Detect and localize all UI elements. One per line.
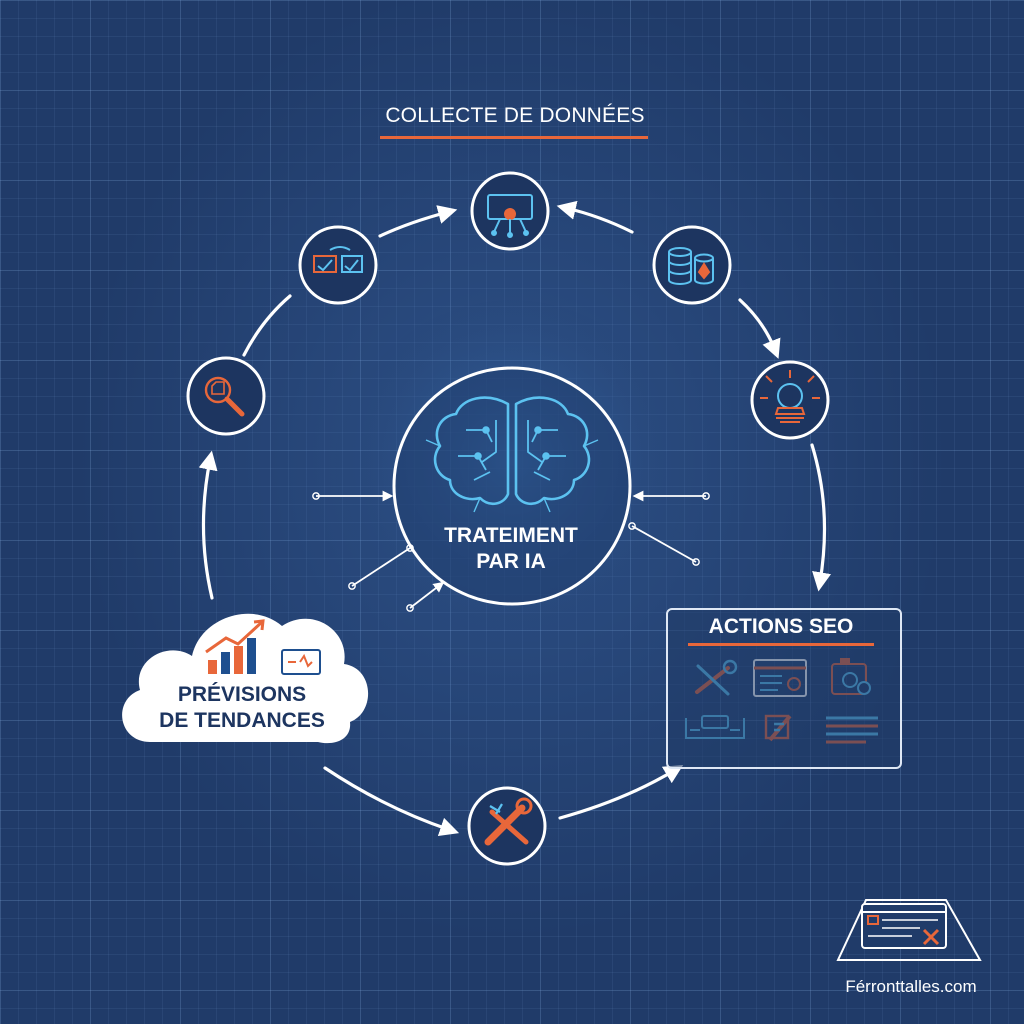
seo-actions-underline bbox=[688, 643, 874, 646]
ai-processing-line1: TRATEIMENT bbox=[444, 524, 578, 547]
arrow-database-to-insight bbox=[738, 298, 781, 359]
seo-actions-box bbox=[666, 608, 902, 769]
collect-data-underline bbox=[380, 136, 648, 139]
brain-icon bbox=[425, 396, 599, 513]
center-circle bbox=[392, 366, 632, 606]
forecast-cloud bbox=[122, 613, 369, 744]
arrow-tools-to-actions bbox=[558, 765, 684, 820]
monitor-network-icon bbox=[487, 194, 533, 238]
forecast-line2: DE TENDANCES bbox=[159, 709, 325, 732]
screen-wave-icon bbox=[281, 649, 321, 675]
forecast-line1: PRÉVISIONS bbox=[177, 683, 307, 706]
arrow-forecast-to-analysis bbox=[198, 450, 218, 600]
forecast-label: PRÉVISIONS DE TENDANCES bbox=[142, 682, 342, 734]
tracking-node bbox=[298, 225, 378, 305]
center-connectors bbox=[312, 490, 710, 612]
database-node bbox=[652, 225, 732, 305]
analysis-node bbox=[186, 356, 266, 436]
brand-url: Férronttalles.com bbox=[845, 977, 977, 996]
arrow-analysis-to-tracking bbox=[242, 294, 292, 357]
data-collection-node bbox=[470, 171, 550, 251]
seo-actions-title: ACTIONS SEO bbox=[708, 615, 854, 638]
arrow-insight-to-actions bbox=[810, 443, 832, 592]
insight-node bbox=[750, 360, 830, 440]
wrench-icon bbox=[484, 797, 533, 846]
cycle-arrows bbox=[198, 200, 832, 837]
arrow-forecast-to-tools bbox=[323, 766, 460, 837]
database-icon bbox=[668, 247, 714, 285]
ai-processing-label: TRATEIMENT PAR IA bbox=[420, 523, 602, 575]
arrow-tracking-to-collection bbox=[378, 205, 458, 238]
brand-logo bbox=[836, 899, 982, 961]
checkmark-screens-icon bbox=[313, 246, 363, 273]
lightbulb-icon bbox=[760, 370, 820, 423]
arrow-database-to-collection bbox=[556, 200, 634, 234]
ai-processing-line2: PAR IA bbox=[476, 550, 546, 573]
collect-data-title: COLLECTE DE DONNÉES bbox=[385, 104, 645, 127]
tools-node bbox=[467, 786, 547, 866]
magnifier-icon bbox=[204, 376, 245, 417]
bar-chart-icon bbox=[205, 619, 265, 674]
